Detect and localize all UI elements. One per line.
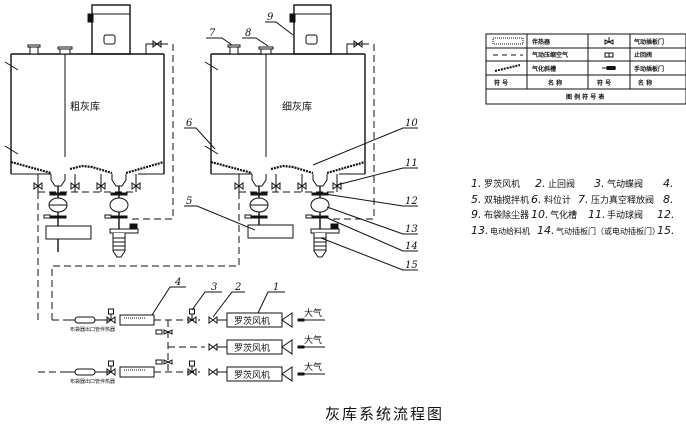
svg-text:11.: 11.	[588, 208, 606, 221]
callout-2: 2	[234, 282, 241, 293]
callout-3: 3	[211, 282, 217, 293]
diagram-title: 灰库系统流程图	[325, 405, 444, 423]
part-item: 10.气化槽	[531, 208, 577, 221]
legend-name-compressed-air: 气动压缩空气	[531, 51, 568, 59]
blower-1-label: 罗茨风机	[234, 315, 270, 327]
svg-text:止回阀: 止回阀	[548, 178, 575, 190]
part-item: 1.罗茨风机	[471, 177, 520, 190]
svg-text:6.: 6.	[531, 193, 542, 206]
svg-text:料位计: 料位计	[544, 194, 571, 206]
part-item: 6.料位计	[531, 193, 571, 206]
inlet-1-label: 大气	[304, 307, 322, 319]
legend-name-manual-gate: 手动插板门	[634, 65, 664, 73]
svg-text:7.: 7.	[578, 193, 589, 206]
svg-text:压力真空释放阀: 压力真空释放阀	[591, 194, 654, 206]
svg-text:2.: 2.	[535, 177, 546, 190]
blower-2-label: 罗茨风机	[234, 342, 270, 354]
svg-text:14.: 14.	[537, 224, 555, 237]
part-item: 15.	[657, 224, 675, 237]
blower-system: 罗茨风机 罗茨风机 罗茨风机 大气 大气 大气 布袋器出口管伴热器 布袋器出口管…	[38, 307, 325, 385]
callout-5: 5	[186, 196, 192, 207]
pneumatic-gate-symbol	[604, 37, 614, 45]
legend-name-air-slide: 气化斜槽	[531, 65, 556, 73]
callout-13: 13	[405, 224, 418, 235]
silo-2-label: 细灰库	[282, 100, 312, 113]
heater-2	[74, 368, 96, 376]
part-item: 5.双轴搅拌机	[471, 193, 529, 206]
inlet-2-label: 大气	[304, 334, 322, 346]
part-item: 13.电动给料机	[471, 224, 530, 237]
svg-text:气动插板门（或电动插板门）: 气动插板门（或电动插板门）	[556, 226, 660, 236]
part-item: 12.	[657, 208, 675, 221]
blower-3-label: 罗茨风机	[234, 369, 270, 381]
legend-name-pneumatic-gate: 气动插板门	[633, 38, 664, 46]
svg-text:13.: 13.	[471, 224, 489, 237]
air-heater-2	[119, 366, 155, 378]
callout-6: 6	[186, 118, 193, 129]
svg-text:10.: 10.	[531, 208, 549, 221]
part-item: 9.布袋除尘器	[471, 208, 529, 221]
callout-14: 14	[405, 241, 418, 252]
svg-text:3.: 3.	[594, 177, 605, 190]
svg-text:4.: 4.	[663, 177, 674, 190]
callout-4: 4	[174, 277, 181, 288]
parts-list: 1.罗茨风机 2.止回阀 3.气动蝶阀 4. 5.双轴搅拌机 6.料位计 7.压…	[471, 177, 675, 237]
callout-7: 7	[209, 28, 216, 39]
check-valve-symbol	[604, 52, 614, 58]
legend-title: 图 例 符 号 表	[566, 93, 605, 101]
part-item: 7.压力真空释放阀	[578, 193, 654, 206]
svg-text:电动给料机: 电动给料机	[490, 226, 530, 236]
callout-15: 15	[405, 260, 418, 271]
inlet-3-label: 大气	[304, 361, 322, 373]
svg-text:15.: 15.	[657, 224, 675, 237]
manual-gate-symbol	[602, 66, 616, 70]
svg-text:气动蝶阀: 气动蝶阀	[607, 178, 643, 190]
part-item: 3.气动蝶阀	[594, 177, 643, 190]
legend-name-check-valve: 止回阀	[634, 51, 652, 59]
callout-1: 1	[273, 282, 279, 293]
legend-name-heater: 伴热器	[531, 38, 551, 46]
svg-text:8.: 8.	[663, 193, 674, 206]
part-item: 11.手动球阀	[588, 208, 643, 221]
callout-8: 8	[245, 28, 251, 39]
part-item: 14.气动插板门（或电动插板门）	[537, 224, 660, 237]
heater-symbol	[492, 37, 524, 45]
part-item: 8.	[663, 193, 674, 206]
legend-header-symbol-2: 符 号	[597, 79, 611, 87]
svg-text:罗茨风机: 罗茨风机	[484, 178, 520, 190]
legend-header-symbol-1: 符 号	[494, 79, 508, 87]
air-slide-symbol	[494, 64, 521, 72]
callout-10: 10	[405, 118, 418, 129]
callout-11: 11	[405, 158, 418, 169]
svg-text:双轴搅拌机: 双轴搅拌机	[484, 194, 529, 206]
part-item: 2.止回阀	[535, 177, 575, 190]
silo-fine-ash: 细灰库	[51, 4, 375, 320]
svg-text:气化槽: 气化槽	[550, 209, 577, 221]
svg-text:9.: 9.	[471, 208, 482, 221]
svg-text:12.: 12.	[657, 208, 675, 221]
heater-1	[74, 316, 96, 324]
svg-text:手动球阀: 手动球阀	[607, 209, 643, 221]
legend-table: 伴热器 气动插板门 气动压缩空气 止回阀 气化斜槽 手动插板门 符 号 名 称 …	[485, 33, 686, 105]
part-item: 4.	[663, 177, 674, 190]
heater-1-caption: 布袋器出口管伴热器	[70, 326, 115, 333]
legend-header-name-1: 名 称	[548, 79, 562, 87]
silo-coarse-ash: 粗灰库	[4, 4, 174, 320]
callout-12: 12	[405, 196, 418, 207]
callout-9: 9	[267, 12, 274, 23]
silo-1-label: 粗灰库	[70, 100, 100, 113]
svg-text:1.: 1.	[471, 177, 482, 190]
callouts: 1 2 3 4 5 6 7 8 9 10 11 12 13	[151, 12, 418, 318]
heater-2-caption: 布袋器出口管伴热器	[70, 378, 115, 385]
svg-text:布袋除尘器: 布袋除尘器	[484, 209, 529, 221]
air-heater-1	[119, 314, 155, 326]
legend-header-name-2: 名 称	[638, 79, 652, 87]
svg-text:5.: 5.	[471, 193, 482, 206]
